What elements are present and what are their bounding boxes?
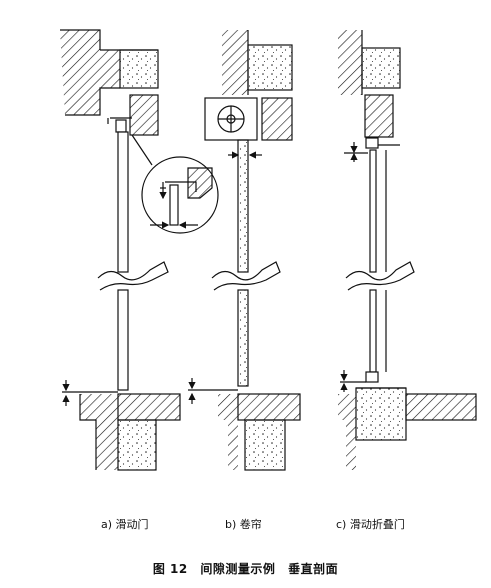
panel-c-head-track: [344, 137, 400, 162]
figure-title: 图 12 间隙测量示例 垂直剖面: [0, 560, 491, 577]
panel-a-sliding-door: [60, 29, 219, 471]
panel-a-door-leaf: [97, 131, 169, 391]
panel-a-detail-circle: [131, 134, 219, 234]
panel-b-floor: [188, 378, 301, 471]
panel-a-top-wall: [60, 29, 159, 136]
panel-c-sliding-folding-door: [338, 30, 477, 470]
figure-subtitle: 垂直剖面: [288, 562, 339, 576]
figure-number: 图 12: [152, 562, 188, 576]
panel-a-floor: [62, 380, 181, 471]
panel-b-shutter-curtain: [211, 139, 281, 387]
caption-panel-b: b) 卷帘: [225, 518, 262, 531]
figure-title-text: 间隙测量示例: [200, 562, 276, 576]
panel-a-head-track: [107, 117, 132, 133]
panel-c-floor: [338, 370, 477, 470]
panel-b-roller-box: [204, 97, 258, 141]
panel-b-roller-shutter: [188, 30, 301, 471]
panel-c-door-leaf: [345, 149, 415, 383]
panel-b-top-wall: [222, 30, 293, 141]
caption-panel-c: c) 滑动折叠门: [336, 518, 405, 531]
panel-c-top-wall: [338, 30, 401, 138]
caption-panel-a: a) 滑动门: [101, 518, 149, 531]
